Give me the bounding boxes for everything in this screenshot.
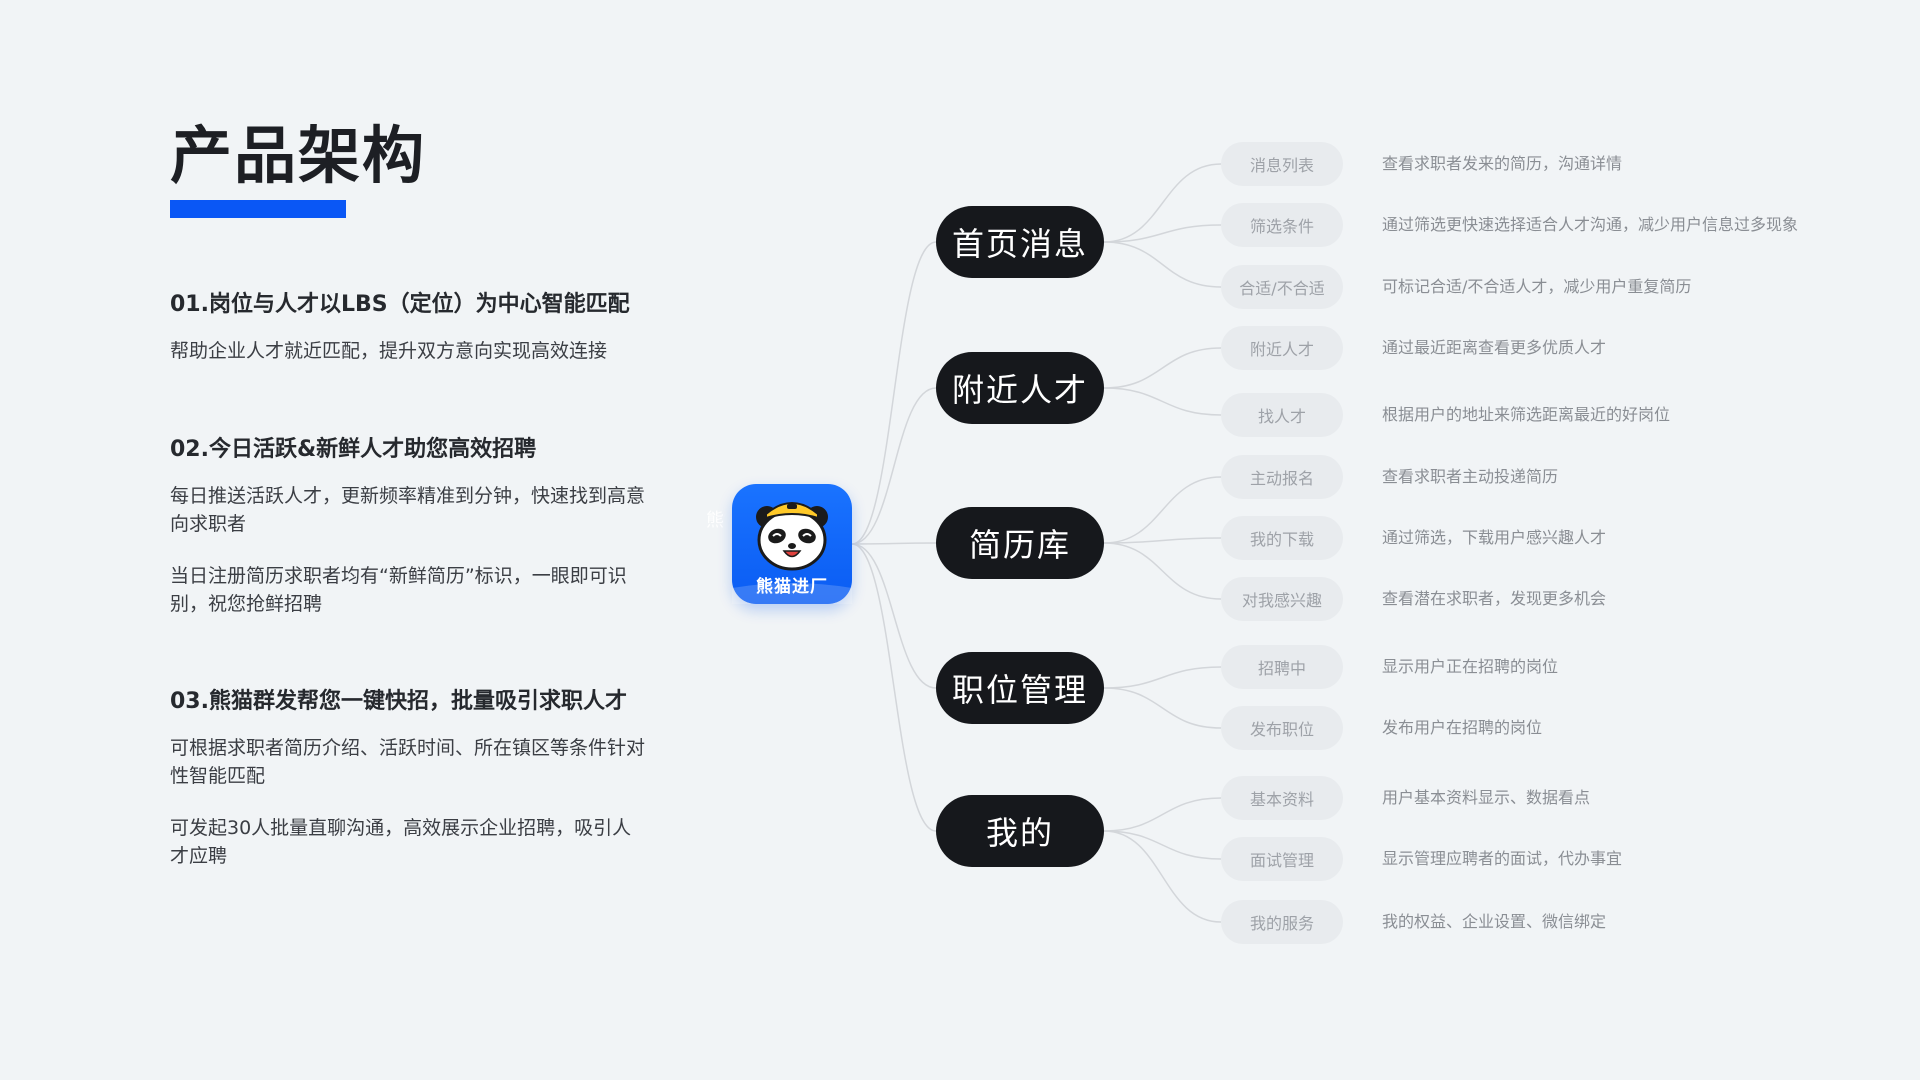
mindmap-description: 显示用户正在招聘的岗位 [1382, 657, 1559, 676]
connector-line [1103, 830, 1222, 923]
mindmap-description: 查看求职者发来的简历，沟通详情 [1382, 154, 1623, 173]
mindmap-sub-node: 对我感兴趣 [1221, 577, 1343, 621]
mindmap-description: 发布用户在招聘的岗位 [1382, 718, 1543, 737]
mindmap-sub-node: 主动报名 [1221, 455, 1343, 499]
mindmap-description: 查看求职者主动投递简历 [1382, 467, 1559, 486]
connector-line [851, 543, 937, 832]
connector-line [1103, 537, 1222, 544]
connector-line [1103, 163, 1222, 243]
connector-line [1103, 224, 1222, 243]
connector-line [1103, 241, 1222, 288]
connector-line [851, 387, 937, 545]
connector-line [1103, 666, 1222, 689]
mindmap-description: 我的权益、企业设置、微信绑定 [1382, 912, 1607, 931]
mindmap-main-node: 简历库 [936, 507, 1104, 579]
app-logo: 熊猫进厂 [732, 484, 852, 604]
feature-text: 当日注册简历求职者均有“新鲜简历”标识，一眼即可识别，祝您抢鲜招聘 [170, 565, 627, 615]
app-name: 熊猫进厂 [756, 577, 828, 597]
connector-line [851, 241, 937, 545]
mindmap-sub-node: 面试管理 [1221, 837, 1343, 881]
feature-text: 帮助企业人才就近匹配，提升双方意向实现高效连接 [170, 340, 608, 362]
panda-icon [732, 502, 852, 604]
title-underline [170, 200, 346, 218]
feature-section-1: 01.岗位与人才以LBS（定位）为中心智能匹配 帮助企业人才就近匹配，提升双方意… [170, 289, 650, 389]
page-title: 产品架构 [170, 119, 427, 192]
mindmap-sub-node: 发布职位 [1221, 706, 1343, 750]
feature-text: 可根据求职者简历介绍、活跃时间、所在镇区等条件针对性智能匹配 [170, 737, 646, 787]
feature-section-2: 02.今日活跃&新鲜人才助您高效招聘 每日推送活跃人才，更新频率精准到分钟，快速… [170, 434, 650, 642]
connector-line [1103, 687, 1222, 729]
connector-line [851, 542, 937, 545]
feature-text: 每日推送活跃人才，更新频率精准到分钟，快速找到高意向求职者 [170, 485, 646, 535]
mindmap-sub-node: 找人才 [1221, 393, 1343, 437]
mindmap-sub-node: 招聘中 [1221, 645, 1343, 689]
connector-line [1103, 347, 1222, 389]
mindmap-sub-node: 消息列表 [1221, 142, 1343, 186]
mindmap-main-node: 职位管理 [936, 652, 1104, 724]
mindmap-sub-node: 合适/不合适 [1221, 265, 1343, 309]
connector-line [851, 543, 937, 689]
feature-heading: 03.熊猫群发帮您一键快招，批量吸引求职人才 [170, 689, 627, 714]
connector-line [1103, 797, 1222, 832]
feature-heading: 02.今日活跃&新鲜人才助您高效招聘 [170, 437, 537, 462]
mindmap-sub-node: 筛选条件 [1221, 203, 1343, 247]
mindmap-description: 通过筛选更快速选择适合人才沟通，减少用户信息过多现象 [1382, 215, 1799, 234]
mindmap-description: 通过最近距离查看更多优质人才 [1382, 338, 1607, 357]
connector-line [1103, 542, 1222, 600]
mindmap-description: 显示管理应聘者的面试，代办事宜 [1382, 849, 1623, 868]
mindmap-description: 通过筛选，下载用户感兴趣人才 [1382, 528, 1607, 547]
mindmap-description: 查看潜在求职者，发现更多机会 [1382, 589, 1607, 608]
mindmap-sub-node: 基本资料 [1221, 776, 1343, 820]
mindmap-sub-node: 附近人才 [1221, 326, 1343, 370]
mindmap-main-node: 附近人才 [936, 352, 1104, 424]
mindmap-description: 用户基本资料显示、数据看点 [1382, 788, 1591, 807]
connector-line [1103, 387, 1222, 416]
mindmap-main-node: 首页消息 [936, 206, 1104, 278]
mindmap-sub-node: 我的下载 [1221, 516, 1343, 560]
feature-section-3: 03.熊猫群发帮您一键快招，批量吸引求职人才 可根据求职者简历介绍、活跃时间、所… [170, 686, 650, 894]
mindmap-sub-node: 我的服务 [1221, 900, 1343, 944]
connector-line [1103, 830, 1222, 860]
connector-line [1103, 476, 1222, 544]
mindmap-description: 根据用户的地址来筛选距离最近的好岗位 [1382, 405, 1671, 424]
feature-heading: 01.岗位与人才以LBS（定位）为中心智能匹配 [170, 292, 630, 317]
mindmap-description: 可标记合适/不合适人才，减少用户重复简历 [1382, 277, 1692, 296]
faint-label: 熊 [706, 510, 724, 531]
mindmap-main-node: 我的 [936, 795, 1104, 867]
feature-text: 可发起30人批量直聊沟通，高效展示企业招聘，吸引人才应聘 [170, 817, 632, 867]
